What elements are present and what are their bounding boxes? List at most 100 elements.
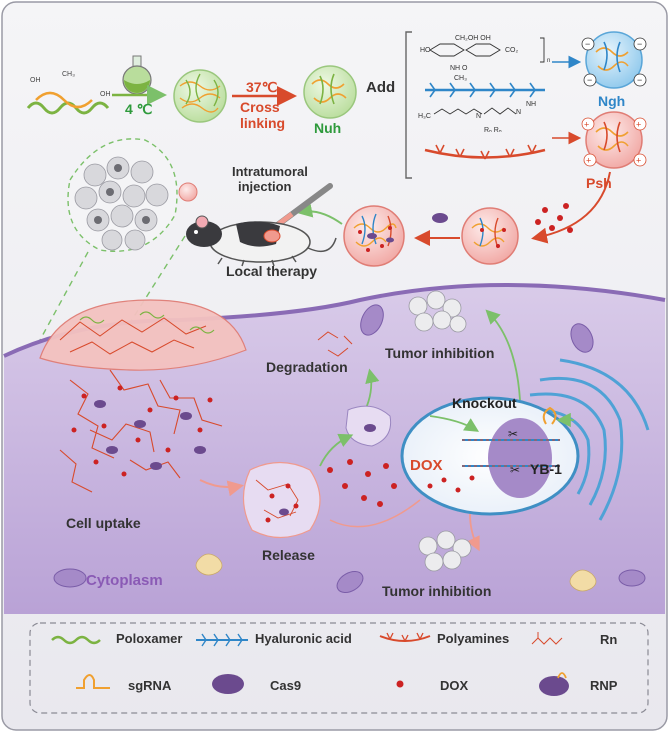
rnp-in-network [94, 400, 206, 470]
svg-text:CO₂: CO₂ [505, 47, 519, 54]
svg-text:CH₃: CH₃ [62, 71, 75, 78]
legend-hyaluronic-icon [196, 633, 248, 647]
crosslink-label-1: Cross [240, 99, 280, 115]
dox-label: DOX [410, 457, 443, 474]
tumor-inhibition-bottom-label: Tumor inhibition [382, 583, 491, 599]
nuh-gel-ball [303, 65, 357, 119]
arrow-to-endosome [319, 433, 354, 467]
poloxamer-gel-ball [173, 69, 227, 123]
legend-poloxamer: Poloxamer [116, 631, 182, 646]
temp-hot-label: 37℃ [246, 79, 278, 95]
tumor-inhibition-top-label: Tumor inhibition [385, 345, 494, 361]
legend-cas9: Cas9 [270, 678, 301, 693]
endoplasmic-reticulum [521, 358, 650, 521]
gel-network [59, 317, 207, 355]
polyamine-structure: H₃C N N NH Rₙ Rₙ [418, 101, 536, 134]
svg-text:+: + [584, 120, 589, 130]
legend-polyamines-icon [379, 632, 431, 642]
tumor-inhibition-icon-top [408, 290, 467, 333]
legend-hyaluronic: Hyaluronic acid [255, 631, 352, 646]
injection-label-1: Intratumoral [232, 164, 308, 179]
zoom-line-left [39, 251, 89, 341]
nucleus [400, 396, 580, 516]
arrow-psh-to-mix [531, 171, 611, 244]
legend-dox: DOX [440, 678, 469, 693]
legend-rn-icon [531, 632, 563, 645]
svg-text:N: N [516, 109, 521, 116]
flask-icon [122, 55, 152, 95]
dox-in-nucleus [427, 475, 475, 493]
release-label: Release [262, 547, 315, 563]
svg-text:NH O: NH O [450, 65, 468, 72]
small-gel-icon [178, 182, 198, 202]
yb1-label: YB-1 [530, 461, 562, 477]
degradation-label: Degradation [266, 359, 348, 375]
svg-text:HO: HO [420, 47, 431, 54]
temp-cold-label: 4 ℃ [125, 101, 153, 117]
cell-uptake-label: Cell uptake [66, 515, 141, 531]
final-gel-ball [343, 205, 405, 267]
ngh-label: Ngh [598, 93, 625, 109]
gel-depot [39, 299, 247, 371]
tumor-inhibition-icon-bottom [418, 530, 472, 572]
svg-text:n: n [547, 58, 550, 64]
tumor-cells-cluster [67, 138, 178, 252]
svg-text:CH₂OH OH: CH₂OH OH [455, 35, 491, 42]
svg-text:+: + [586, 156, 591, 166]
legend-cas9-icon [212, 674, 244, 694]
legend-rnp: RNP [590, 678, 618, 693]
scissors-icon: ✂ [508, 427, 518, 441]
svg-text:−: − [637, 39, 642, 49]
hyaluronic-acid-structure: CH₂OH OH HO CO₂ NH O CH₃ n [420, 35, 550, 82]
degraded-fragments [317, 331, 353, 357]
svg-text:−: − [585, 39, 590, 49]
arrow-to-tumor-inhibition-top [485, 309, 521, 401]
svg-text:+: + [636, 156, 641, 166]
legend-dox-icon [396, 680, 404, 688]
svg-text:CH₃: CH₃ [454, 75, 467, 82]
free-dox-dots [327, 459, 397, 507]
organelle-yellow [195, 553, 597, 592]
psh-gel-ball: + + + + [581, 111, 647, 169]
rnp-icon [432, 213, 448, 223]
mitochondria-icon [53, 304, 646, 593]
svg-text:−: − [587, 75, 592, 85]
svg-text:NH: NH [526, 101, 536, 108]
polyamine-network-cluster [59, 369, 223, 493]
release-curve [329, 499, 421, 528]
mixed-gel-ball [461, 207, 519, 265]
svg-text:Rₙ Rₙ: Rₙ Rₙ [484, 127, 502, 134]
arrow-knockout [429, 415, 480, 432]
svg-text:OH: OH [30, 77, 41, 84]
legend-poloxamer-icon [51, 635, 101, 645]
cytoplasm-label: Cytoplasm [86, 572, 163, 589]
ngh-gel-ball: − − − − [581, 31, 647, 89]
local-therapy-label: Local therapy [226, 263, 317, 279]
arrow-to-release [199, 479, 244, 497]
svg-text:+: + [636, 120, 641, 130]
svg-text:−: − [637, 75, 642, 85]
legend-polyamines: Polyamines [437, 631, 509, 646]
crosslink-label-2: linking [240, 115, 285, 131]
polyamine-chain [424, 144, 546, 160]
svg-text:H₃C: H₃C [418, 113, 431, 120]
arrow-to-tumor-inhibition-bottom [466, 513, 480, 552]
release-vesicle [242, 461, 321, 539]
knockout-label: Knockout [452, 395, 517, 411]
svg-text:N: N [476, 113, 481, 120]
legend-sgrna: sgRNA [128, 678, 172, 693]
hyaluronic-chain [425, 82, 545, 98]
add-bracket [405, 31, 412, 179]
scissors-icon-2: ✂ [510, 463, 520, 477]
add-label: Add [366, 79, 395, 96]
nuh-label: Nuh [314, 120, 341, 136]
legend-rn: Rn [600, 632, 617, 647]
dox-in-network [71, 385, 213, 477]
svg-text:OH: OH [100, 91, 111, 98]
legend-sgrna-icon [76, 674, 110, 689]
gel-green-chains [79, 311, 215, 334]
mouse-icon [186, 215, 337, 267]
arrow-to-mouse [296, 201, 343, 225]
